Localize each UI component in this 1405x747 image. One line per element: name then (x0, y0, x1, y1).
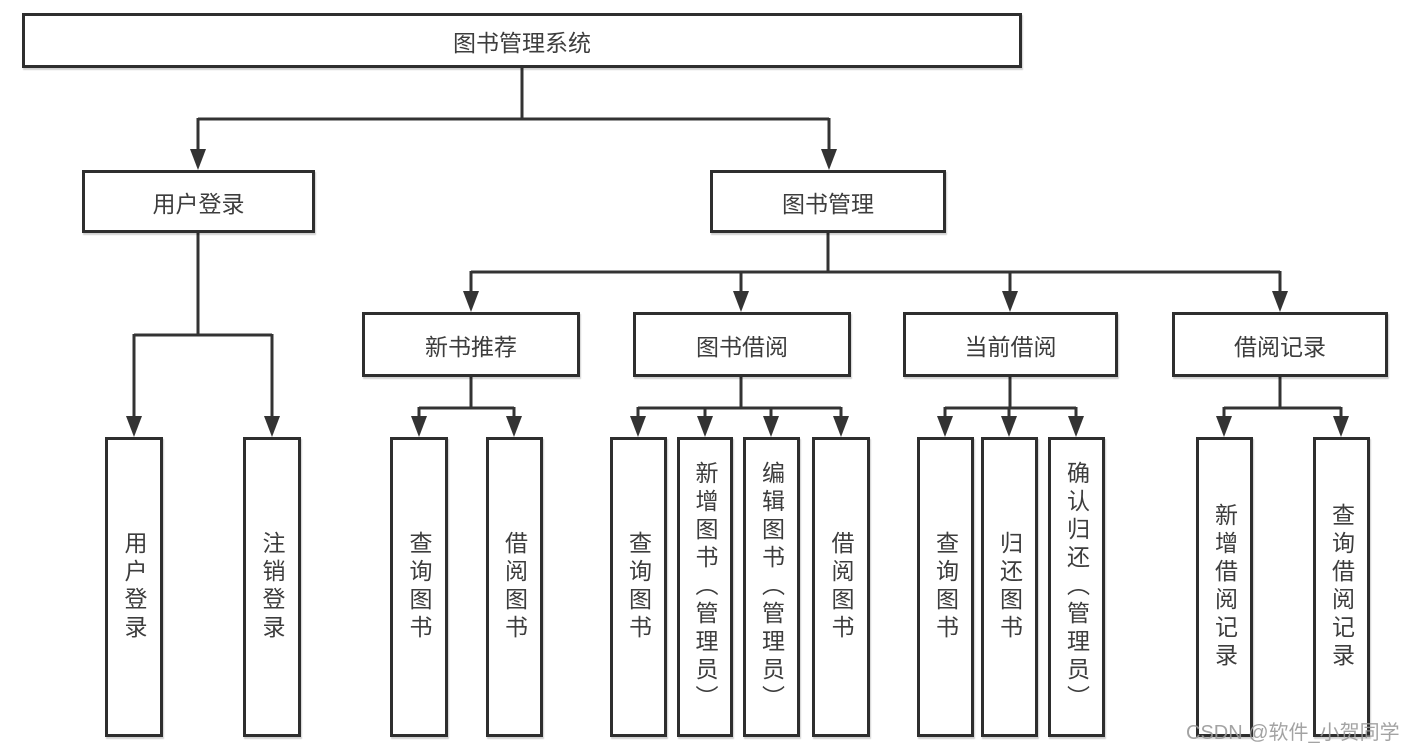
csdn-watermark: CSDN @软件_小贺同学 (1186, 722, 1400, 744)
node-borrow-records: 借阅记录 (1172, 312, 1388, 377)
leaf-add-borrow-record: 新增借阅记录 (1196, 437, 1253, 737)
leaf-logout: 注销登录 (243, 437, 301, 737)
node-book-borrow: 图书借阅 (633, 312, 851, 377)
leaf-query-books-recommend: 查询图书 (390, 437, 448, 737)
leaf-confirm-return-admin: 确认归还（管理员） (1048, 437, 1105, 737)
leaf-borrow-books: 借阅图书 (812, 437, 870, 737)
node-new-book-recommend: 新书推荐 (362, 312, 580, 377)
leaf-add-books-admin: 新增图书（管理员） (677, 437, 733, 737)
leaf-query-borrow-record: 查询借阅记录 (1313, 437, 1370, 737)
leaf-borrow-books-recommend: 借阅图书 (486, 437, 543, 737)
node-book-management: 图书管理 (710, 170, 946, 233)
leaf-user-login: 用户登录 (105, 437, 163, 737)
node-library-management-system: 图书管理系统 (22, 13, 1022, 68)
leaf-query-books-current: 查询图书 (917, 437, 974, 737)
node-user-login: 用户登录 (82, 170, 315, 233)
node-current-borrow: 当前借阅 (903, 312, 1118, 377)
leaf-query-books-borrow: 查询图书 (610, 437, 667, 737)
leaf-edit-books-admin: 编辑图书（管理员） (743, 437, 800, 737)
leaf-return-books: 归还图书 (981, 437, 1038, 737)
